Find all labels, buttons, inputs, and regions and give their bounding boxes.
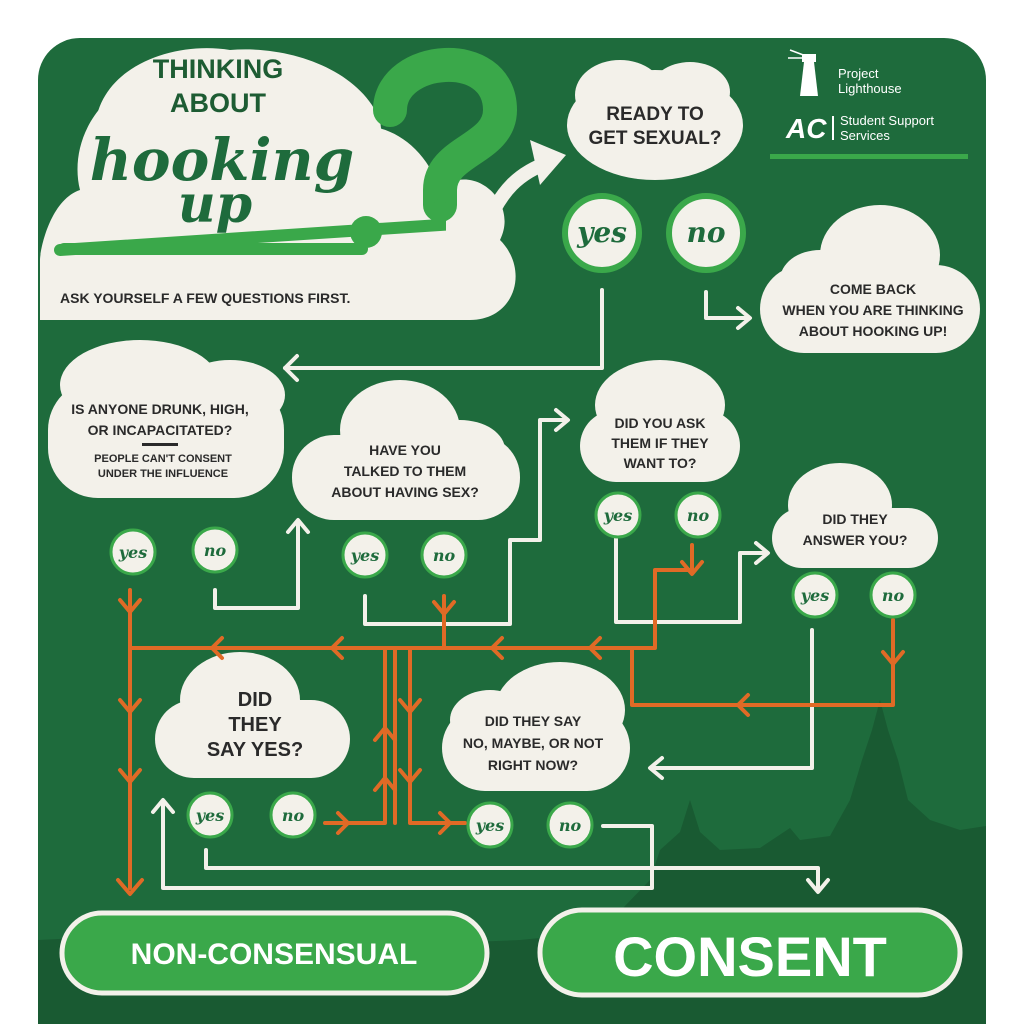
say-yes-line-3: SAY YES? bbox=[207, 739, 303, 761]
title-script-2: up bbox=[178, 174, 252, 235]
come-back-line-2: WHEN YOU ARE THINKING bbox=[782, 302, 963, 318]
drunk-line-1: IS ANYONE DRUNK, HIGH, bbox=[71, 401, 249, 417]
answered-no-button[interactable]: no bbox=[869, 571, 917, 619]
lighthouse-logo-icon bbox=[788, 49, 818, 96]
asked-line-2: THEM IF THEY bbox=[611, 435, 709, 451]
answered-no-label: no bbox=[882, 586, 905, 605]
drunk-divider bbox=[142, 443, 178, 446]
title-line-2: ABOUT bbox=[170, 88, 266, 118]
orange-arrowheads bbox=[116, 560, 905, 896]
come-back-line-1: COME BACK bbox=[830, 281, 916, 297]
say-no-no-button[interactable]: no bbox=[546, 801, 594, 849]
cloud-come-back bbox=[760, 205, 980, 353]
talked-line-2: TALKED TO THEM bbox=[344, 463, 466, 479]
say-no-yes-label: yes bbox=[475, 816, 504, 835]
cloud-talked bbox=[292, 380, 520, 520]
title-underline bbox=[58, 243, 368, 255]
cloud-drunk bbox=[48, 340, 285, 498]
student-support-line-2: Services bbox=[840, 128, 890, 143]
asked-yes-button[interactable]: yes bbox=[594, 491, 642, 539]
title-subtitle: ASK YOURSELF A FEW QUESTIONS FIRST. bbox=[60, 290, 350, 306]
say-yes-yes-label: yes bbox=[195, 806, 224, 825]
ac-logo: AC bbox=[785, 113, 827, 144]
asked-no-label: no bbox=[687, 506, 710, 525]
cloud-asked bbox=[580, 360, 740, 482]
answered-yes-button[interactable]: yes bbox=[791, 571, 839, 619]
ready-yes-label: yes bbox=[576, 216, 627, 249]
asked-yes-label: yes bbox=[603, 506, 632, 525]
say-yes-line-1: DID bbox=[238, 689, 272, 711]
answered-line-2: ANSWER YOU? bbox=[803, 532, 908, 548]
say-no-line-2: NO, MAYBE, OR NOT bbox=[463, 735, 604, 751]
say-yes-yes-button[interactable]: yes bbox=[186, 791, 234, 839]
white-flow-lines bbox=[161, 288, 820, 890]
drunk-no-label: no bbox=[204, 541, 227, 560]
answered-line-1: DID THEY bbox=[822, 511, 888, 527]
drunk-line-2: OR INCAPACITATED? bbox=[88, 422, 233, 438]
title-cloud-top bbox=[94, 48, 390, 200]
title-script-1: hooking bbox=[90, 126, 354, 194]
come-back-line-3: ABOUT HOOKING UP! bbox=[799, 323, 948, 339]
answered-yes-label: yes bbox=[800, 586, 829, 605]
drunk-yes-button[interactable]: yes bbox=[109, 528, 157, 576]
orange-flow-lines bbox=[128, 543, 895, 890]
cloud-ready bbox=[567, 60, 743, 180]
say-yes-line-2: THEY bbox=[228, 714, 282, 736]
ready-no-label: no bbox=[686, 216, 725, 249]
cloud-say-yes bbox=[155, 652, 350, 778]
ready-yes-button[interactable]: yes bbox=[562, 193, 642, 273]
arrow-to-question-1-head bbox=[530, 140, 566, 185]
poster: THINKING ABOUT hooking up ASK YOURSELF A… bbox=[38, 38, 986, 1024]
asked-line-3: WANT TO? bbox=[624, 455, 697, 471]
cloud-answered bbox=[772, 463, 938, 568]
asked-line-1: DID YOU ASK bbox=[614, 415, 705, 431]
say-no-line-3: RIGHT NOW? bbox=[488, 757, 578, 773]
consent-outcome: CONSENT bbox=[537, 907, 963, 998]
say-no-line-1: DID THEY SAY bbox=[485, 713, 582, 729]
cloud-say-no bbox=[442, 662, 630, 791]
talked-line-1: HAVE YOU bbox=[369, 442, 441, 458]
say-yes-no-label: no bbox=[282, 806, 305, 825]
drunk-note-line-2: UNDER THE INFLUENCE bbox=[98, 468, 228, 480]
question-ready-line-1: READY TO bbox=[606, 104, 704, 125]
question-mark-icon bbox=[54, 48, 518, 256]
talked-no-label: no bbox=[433, 546, 456, 565]
student-support-line-1: Student Support bbox=[840, 113, 934, 128]
branding-divider bbox=[832, 116, 834, 140]
talked-line-3: ABOUT HAVING SEX? bbox=[331, 484, 479, 500]
ready-no-button[interactable]: no bbox=[666, 193, 746, 273]
white-arrowheads bbox=[151, 306, 830, 894]
drunk-yes-label: yes bbox=[118, 543, 147, 562]
asked-no-button[interactable]: no bbox=[674, 491, 722, 539]
talked-no-button[interactable]: no bbox=[420, 531, 468, 579]
project-lighthouse-line-2: Lighthouse bbox=[838, 81, 902, 96]
non-consensual-label: NON-CONSENSUAL bbox=[131, 938, 418, 971]
say-no-yes-button[interactable]: yes bbox=[466, 801, 514, 849]
say-yes-no-button[interactable]: no bbox=[269, 791, 317, 839]
drunk-no-button[interactable]: no bbox=[191, 526, 239, 574]
consent-label: CONSENT bbox=[613, 925, 887, 988]
title-line-1: THINKING bbox=[153, 54, 284, 84]
talked-yes-label: yes bbox=[350, 546, 379, 565]
talked-yes-button[interactable]: yes bbox=[341, 531, 389, 579]
project-lighthouse-line-1: Project bbox=[838, 66, 879, 81]
question-ready-line-2: GET SEXUAL? bbox=[588, 128, 721, 149]
say-no-no-label: no bbox=[559, 816, 582, 835]
drunk-note-line-1: PEOPLE CAN'T CONSENT bbox=[94, 453, 232, 465]
branding-underline bbox=[770, 154, 968, 159]
non-consensual-outcome: NON-CONSENSUAL bbox=[59, 910, 490, 996]
